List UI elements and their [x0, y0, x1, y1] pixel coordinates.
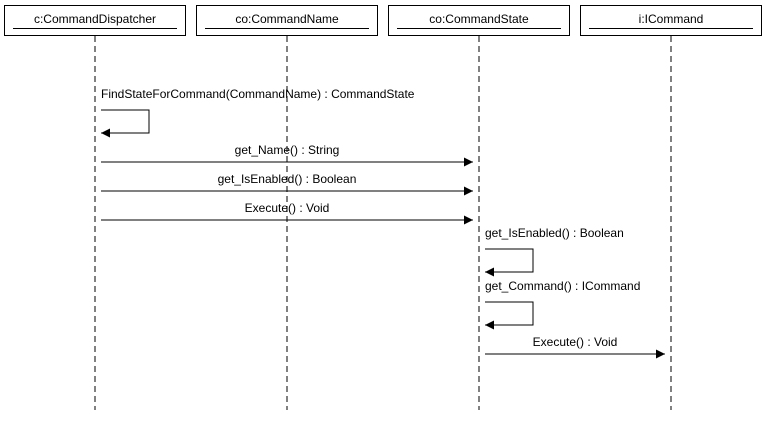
lifeline-underline [589, 28, 753, 29]
message-label: FindStateForCommand(CommandName) : Comma… [101, 87, 415, 101]
message-label: Execute() : Void [245, 201, 330, 215]
message-label: get_IsEnabled() : Boolean [485, 226, 624, 240]
lifeline-box-icommand: i:ICommand [580, 5, 762, 36]
lifeline-underline [13, 28, 177, 29]
lifeline-box-dispatcher: c:CommandDispatcher [4, 5, 186, 36]
message-label: get_Command() : ICommand [485, 279, 640, 293]
lifeline-box-name: co:CommandName [196, 5, 378, 36]
lifeline-label-name: co:CommandName [235, 12, 339, 26]
self-message-arrow [485, 301, 534, 330]
lifeline-underline [397, 28, 561, 29]
self-message-arrow [485, 248, 534, 277]
message-label: get_IsEnabled() : Boolean [218, 172, 357, 186]
lifeline-label-dispatcher: c:CommandDispatcher [33, 12, 157, 26]
message-label: get_Name() : String [235, 143, 340, 157]
lifeline-label-icommand: i:ICommand [638, 12, 704, 26]
lifeline-box-state: co:CommandState [388, 5, 570, 36]
message-label: Execute() : Void [533, 335, 618, 349]
self-message-arrow [101, 109, 150, 138]
lifeline-underline [205, 28, 369, 29]
lifeline-label-state: co:CommandState [429, 12, 529, 26]
